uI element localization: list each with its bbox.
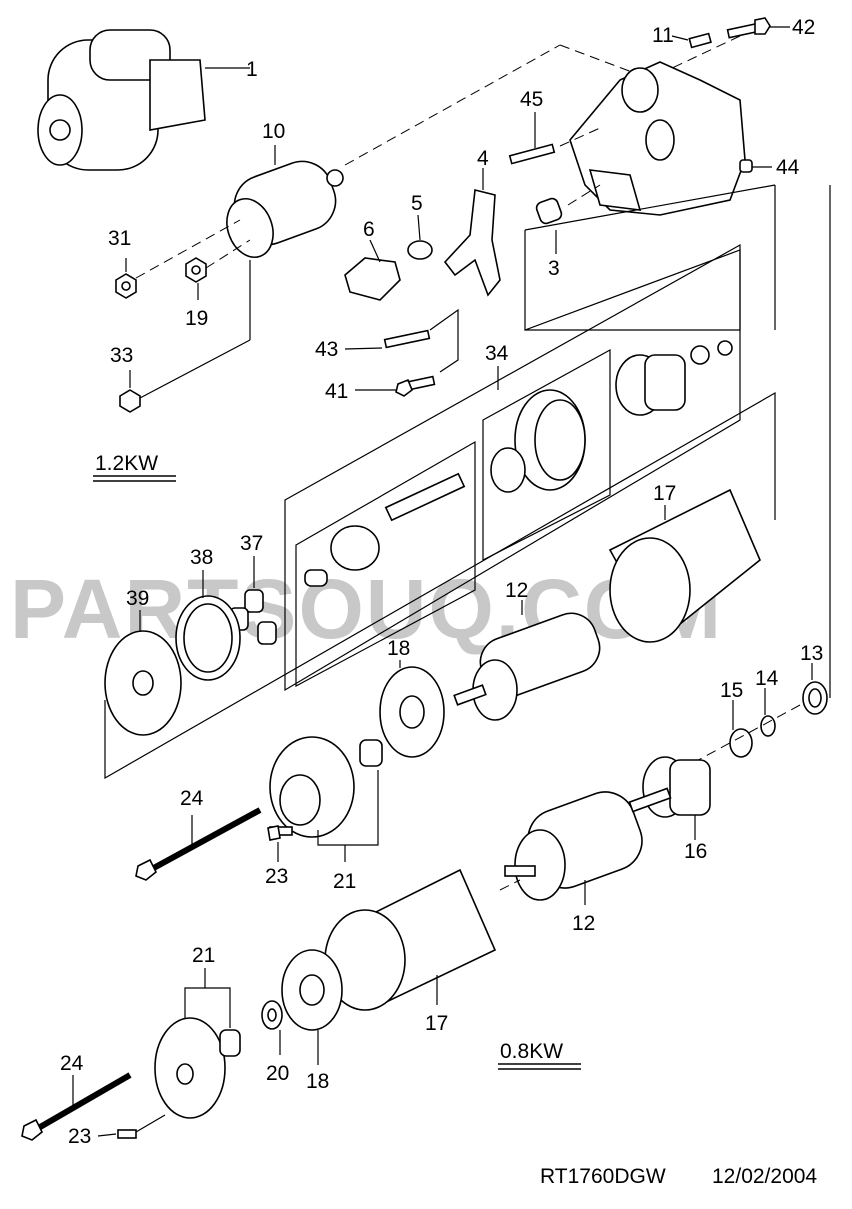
callout-19: 19 <box>185 307 208 330</box>
armature-12-bottom-drawing <box>504 787 672 901</box>
ring-14-drawing <box>760 715 776 737</box>
starter-assembly-drawing <box>37 29 206 171</box>
callout-24b: 24 <box>60 1052 84 1075</box>
gear-ring-38-drawing <box>175 595 241 681</box>
stud-45-drawing <box>508 143 556 165</box>
callout-18a: 18 <box>387 637 410 660</box>
callout-21a: 21 <box>333 870 356 893</box>
callout-12b: 12 <box>572 912 595 935</box>
drive-16-drawing <box>642 756 711 818</box>
nut-19-drawing <box>185 257 207 283</box>
plunger-6-drawing <box>344 257 401 301</box>
callout-17b: 17 <box>425 1012 448 1035</box>
callout-4: 4 <box>477 147 489 170</box>
screw-23-top-drawing <box>267 825 293 841</box>
callout-14: 14 <box>755 667 779 690</box>
diagram-code: RT1760DGW <box>540 1165 666 1188</box>
callout-34: 34 <box>485 342 509 365</box>
callout-37: 37 <box>240 532 263 555</box>
bolt-43-drawing <box>383 329 431 349</box>
callout-6: 6 <box>363 218 375 241</box>
callout-23a: 23 <box>265 865 288 888</box>
callout-12a: 12 <box>505 579 528 602</box>
nut-33-drawing <box>119 389 141 413</box>
callout-43: 43 <box>315 338 338 361</box>
brush-holder-18-bottom-drawing <box>281 949 343 1031</box>
through-bolt-24-top-drawing <box>135 807 262 881</box>
brush-holder-18-top-drawing <box>379 666 445 758</box>
callout-20: 20 <box>266 1062 289 1085</box>
end-cover-21-bottom-drawing <box>154 1017 226 1119</box>
callout-5: 5 <box>411 192 423 215</box>
planet-shaft-drawing <box>304 472 466 587</box>
callout-33: 33 <box>110 344 133 367</box>
diagram-date: 12/02/2004 <box>712 1165 817 1188</box>
callout-1: 1 <box>246 58 258 81</box>
washer-20-drawing <box>261 1000 283 1030</box>
callout-11: 11 <box>652 24 674 47</box>
callout-13: 13 <box>800 642 823 665</box>
drive-housing-drawing <box>569 61 746 216</box>
spring-5-drawing <box>407 240 433 260</box>
bolt-42-drawing <box>726 17 771 39</box>
callout-42: 42 <box>792 16 815 39</box>
internal-gear-drawing <box>490 389 586 493</box>
callout-24a: 24 <box>180 787 204 810</box>
callout-21b: 21 <box>192 944 215 967</box>
bushing-21-top-drawing <box>359 739 383 767</box>
plug-44-drawing <box>739 159 753 173</box>
solenoid-drawing <box>226 160 344 258</box>
bolt-11-drawing <box>688 32 712 49</box>
bushing-3-drawing <box>535 197 563 225</box>
bushing-21-bottom-drawing <box>219 1029 241 1057</box>
callout-41: 41 <box>325 380 348 403</box>
callout-44: 44 <box>776 156 800 179</box>
callout-38: 38 <box>190 546 213 569</box>
washer-15-drawing <box>729 728 753 758</box>
armature-12-top-drawing <box>453 612 601 721</box>
callout-15: 15 <box>720 679 743 702</box>
callout-17a: 17 <box>653 482 676 505</box>
variant-label-bottom: 0.8KW <box>500 1040 563 1063</box>
callout-39: 39 <box>126 587 149 610</box>
callout-23b: 23 <box>68 1125 91 1148</box>
callout-45: 45 <box>520 88 543 111</box>
callout-3: 3 <box>548 257 560 280</box>
screw-23-bottom-drawing <box>117 1129 137 1139</box>
yoke-17-top-drawing <box>608 488 761 643</box>
seal-13-drawing <box>802 681 828 715</box>
callout-18b: 18 <box>306 1070 329 1093</box>
callout-labels: 1 3 4 5 6 10 11 12 12 13 14 15 16 17 17 … <box>60 16 823 1148</box>
callout-10: 10 <box>262 120 285 143</box>
washer-39-drawing <box>104 630 182 736</box>
lever-4-drawing <box>443 189 501 297</box>
through-bolt-24-bottom-drawing <box>21 1072 132 1141</box>
variant-label-top: 1.2KW <box>95 452 158 475</box>
end-cover-21-top-drawing <box>269 736 355 838</box>
bolt-41-drawing <box>395 375 436 397</box>
callout-16: 16 <box>684 840 707 863</box>
callout-31: 31 <box>108 227 131 250</box>
nut-31-drawing <box>115 273 137 299</box>
clutch-drawing <box>615 340 733 416</box>
